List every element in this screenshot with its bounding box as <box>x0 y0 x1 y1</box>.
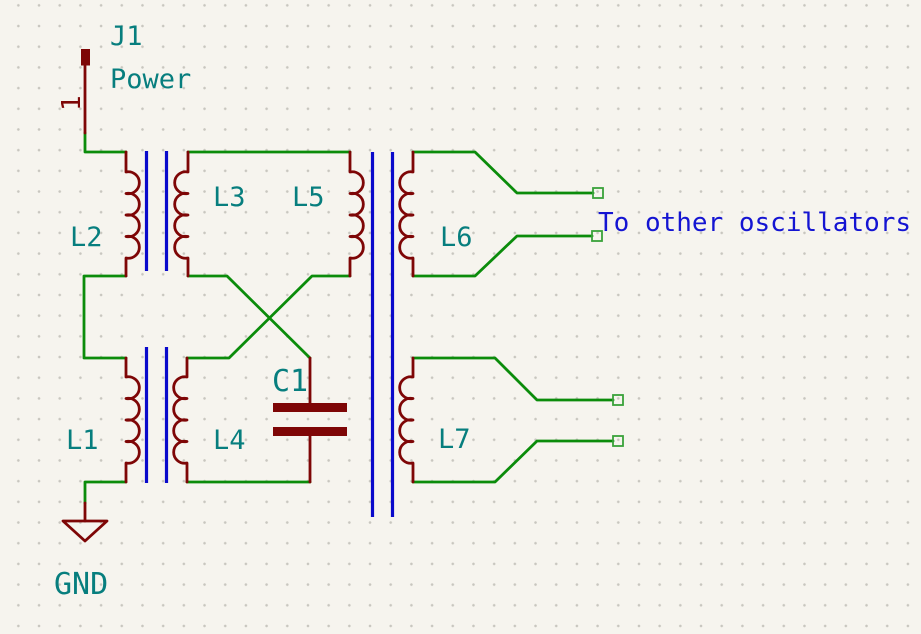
connector-body <box>81 49 90 66</box>
gnd-label[interactable]: GND <box>54 567 108 602</box>
inductor-l4[interactable]: L4 <box>172 356 246 484</box>
transformer-core-left-top[interactable] <box>144 151 169 271</box>
gnd-triangle <box>61 519 109 543</box>
reference-l3[interactable]: L3 <box>213 182 246 213</box>
transformer-core-right[interactable] <box>370 152 395 517</box>
wire-l2-to-l1[interactable] <box>82 274 128 360</box>
inductor-l6[interactable]: L6 <box>398 150 473 278</box>
inductor-l7[interactable]: L7 <box>398 356 471 484</box>
note-to-other-oscillators[interactable]: To other oscillators <box>598 208 911 238</box>
inductor-l5[interactable]: L5 <box>292 150 365 278</box>
transformer-core-left-bottom[interactable] <box>144 347 169 483</box>
wire-l6-top-output[interactable] <box>411 150 595 195</box>
dangling-end-square <box>591 230 603 242</box>
reference-l6[interactable]: L6 <box>440 222 473 253</box>
pin-number-1: 1 <box>57 95 87 111</box>
connector-j1[interactable]: 1 J1 Power <box>57 21 191 135</box>
inductor-l2[interactable]: L2 <box>70 150 141 278</box>
inductor-l1[interactable]: L1 <box>66 356 141 484</box>
reference-l2[interactable]: L2 <box>70 222 103 253</box>
dangling-end-square <box>612 435 624 447</box>
wire-l7-bottom-output[interactable] <box>411 439 615 484</box>
wire-l1-to-gnd[interactable] <box>83 480 128 505</box>
wire-l7-top-output[interactable] <box>411 356 615 402</box>
reference-c1[interactable]: C1 <box>272 364 308 399</box>
dangling-end-square <box>612 394 624 406</box>
gnd-symbol[interactable]: GND <box>54 501 109 602</box>
dangling-end-square <box>592 187 604 199</box>
inductor-l3[interactable]: L3 <box>173 150 246 278</box>
wire-power-to-l2[interactable] <box>83 131 128 154</box>
wire-l3-to-c1-cross[interactable] <box>186 274 312 360</box>
reference-l7[interactable]: L7 <box>438 424 471 455</box>
wire-l6-bottom-output[interactable] <box>411 234 594 278</box>
reference-l5[interactable]: L5 <box>292 182 325 213</box>
capacitor-c1[interactable]: C1 <box>272 356 347 484</box>
reference-l1[interactable]: L1 <box>66 425 99 456</box>
reference-j1[interactable]: J1 <box>110 21 143 52</box>
reference-l4[interactable]: L4 <box>213 425 246 456</box>
wire-l5-to-l4-cross[interactable] <box>185 274 352 360</box>
value-power[interactable]: Power <box>110 64 191 95</box>
